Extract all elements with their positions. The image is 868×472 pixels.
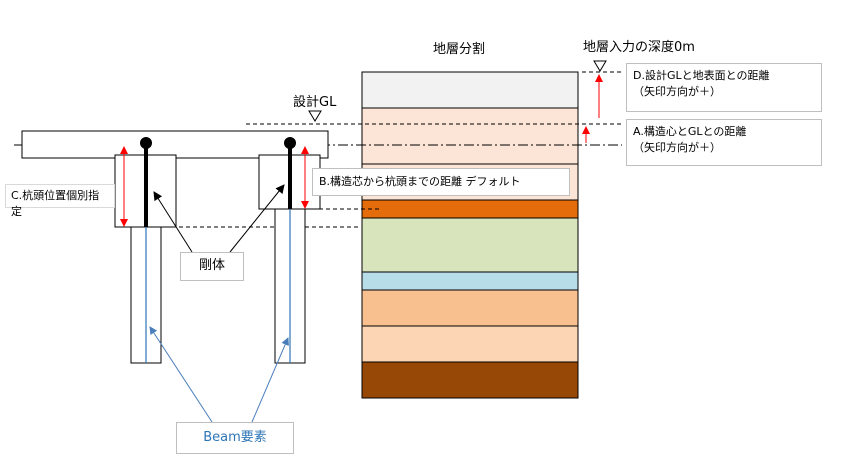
soil-layer-7 [361,289,579,327]
soil-layer-8 [361,325,579,363]
box-d-line2: （矢印方向が＋） [633,85,721,98]
surface-triangle-icon [593,60,607,72]
box-a: A.構造心とGLとの距離 （矢印方向が＋） [626,119,822,166]
right-node-icon [284,137,296,149]
beam-leader-left-icon [149,326,213,423]
soil-layer-1 [361,71,579,109]
rigid-body-label: 剛体 [198,258,225,273]
beam-element-label: Beam要素 [203,430,267,445]
box-c-line1: C.杭頭位置個別指定 [11,189,100,218]
box-d-line1: D.設計GLと地表面との距離 [633,69,770,82]
layer-input-depth-label: 地層入力の深度0m [583,40,695,55]
beam-element-box: Beam要素 [176,422,294,454]
soil-layer-6 [361,271,579,291]
rigid-leader-left-icon [153,191,193,253]
rigid-body-box: 剛体 [180,252,244,281]
rigid-leader-right-icon [229,184,285,253]
box-a-line2: （矢印方向が＋） [633,141,721,154]
soil-layer-5 [361,217,579,273]
soil-layer-4 [361,199,579,219]
box-b-line1: B.構造芯から杭頭までの距離 デフォルト [319,175,521,188]
box-c: C.杭頭位置個別指定 [5,184,115,218]
soil-column [361,71,579,399]
left-node-icon [140,137,152,149]
gl-triangle-icon [308,110,322,122]
layer-division-title: 地層分割 [433,42,486,57]
soil-layer-9 [361,361,579,399]
soil-layer-2 [361,107,579,165]
superstructure-beam [21,130,329,159]
box-b: B.構造芯から杭頭までの距離 デフォルト [312,168,570,196]
box-a-line1: A.構造心とGLとの距離 [633,125,747,138]
beam-leader-right-icon [251,337,289,423]
design-gl-label: 設計GL [293,95,337,110]
box-d: D.設計GLと地表面との距離 （矢印方向が＋） [626,63,822,112]
